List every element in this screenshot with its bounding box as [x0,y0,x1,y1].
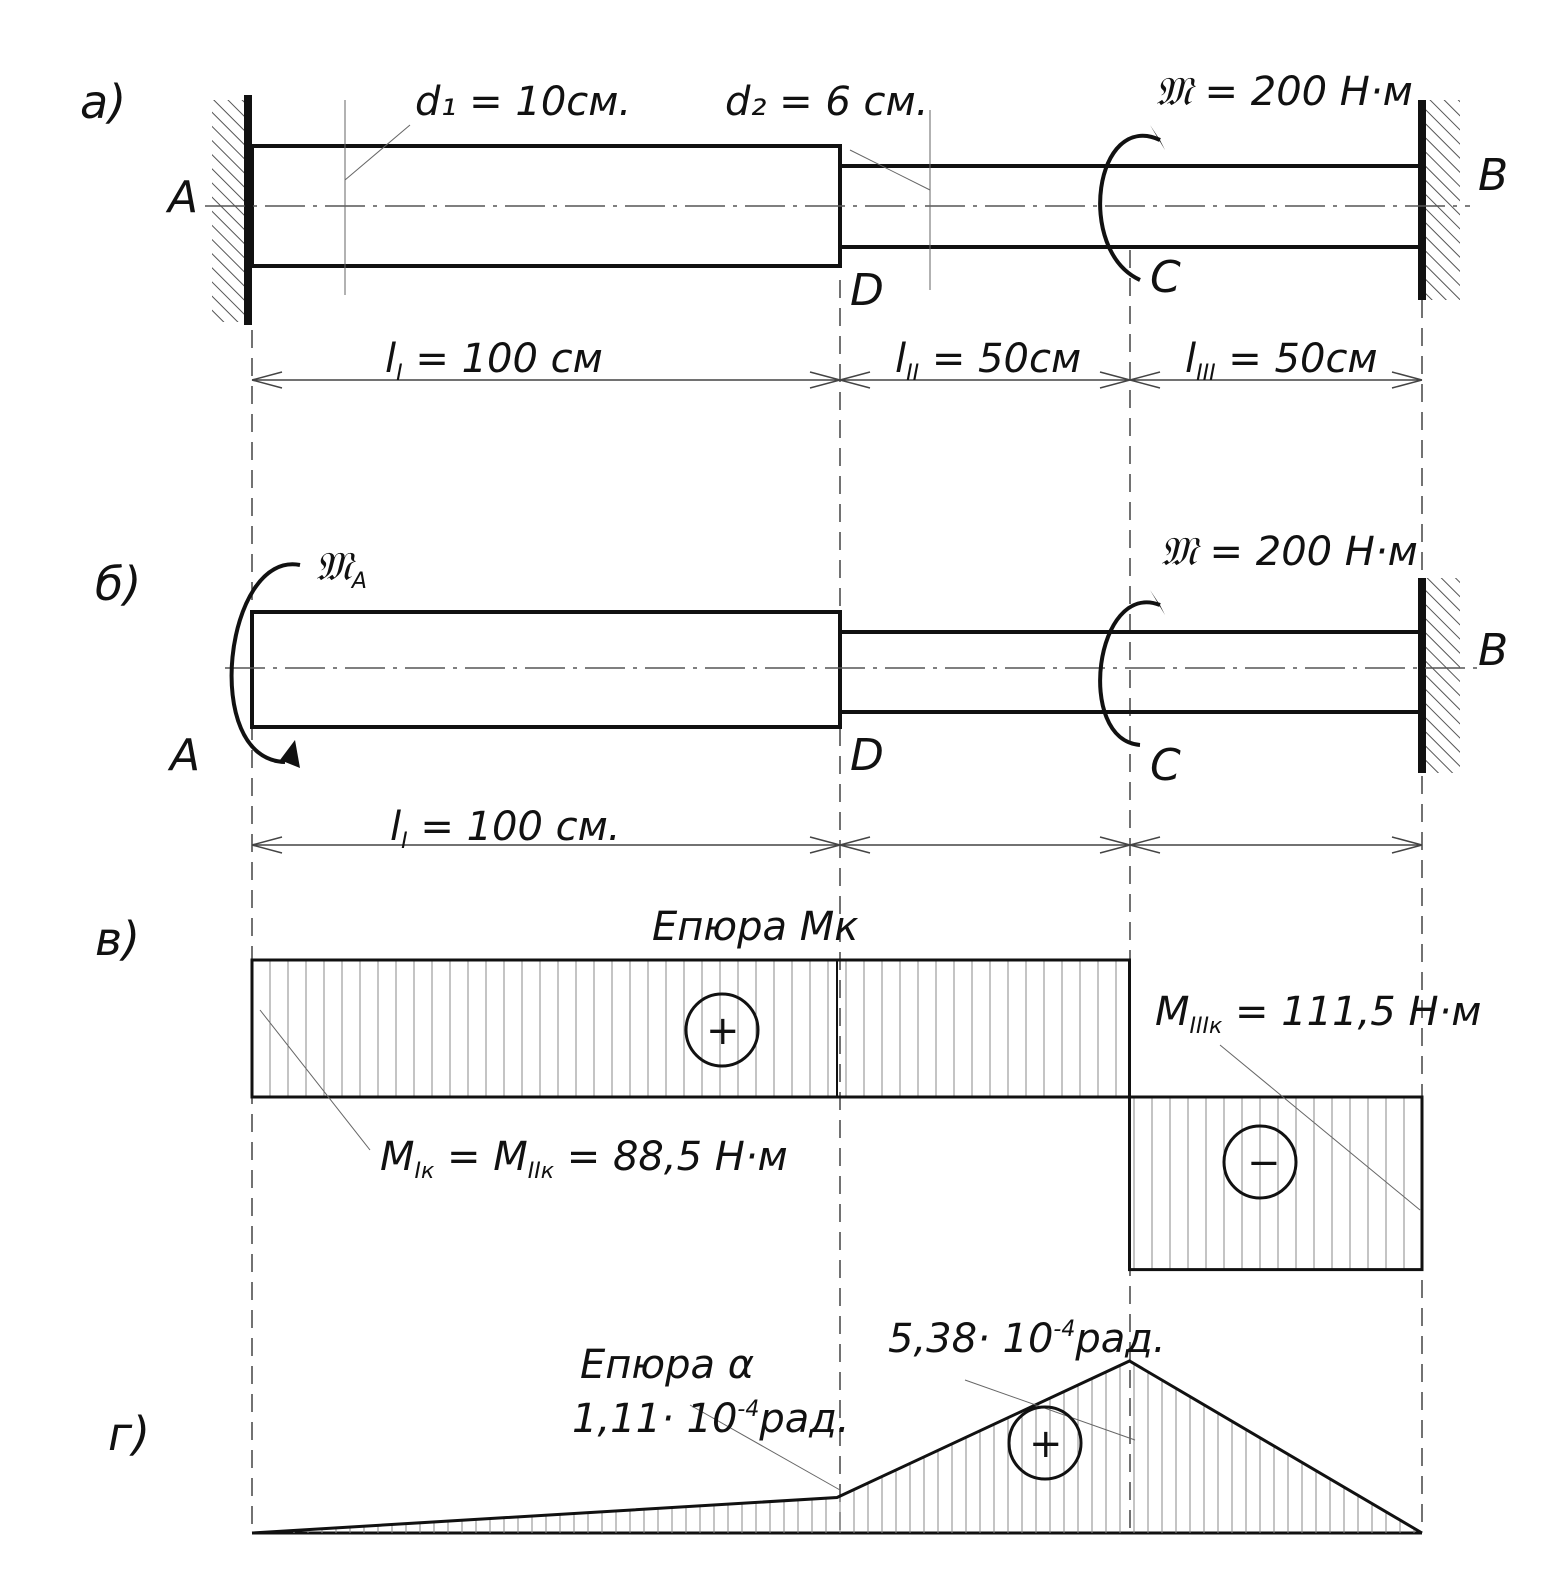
torque-label-12: МIк = МIIк = 88,5 Н·м [380,1134,788,1184]
l1-label-b: lI = 100 см. [390,804,621,854]
torque-hatch [269,960,1405,1270]
panel-label-b: б) [95,557,141,611]
panel-label-v: в) [95,912,140,966]
point-B-label-b: B [1478,625,1508,676]
torque-diagram-title: Епюра Мк [652,904,858,950]
wall-left-hatch [212,100,247,322]
wall-right-hatch [1425,100,1460,300]
torque-label-3: МIIIк = 111,5 Н·м [1155,989,1481,1039]
angle-hatch [293,1363,1415,1533]
point-B-label: B [1478,150,1508,201]
shaft-section-1-b [250,610,842,729]
d1-leader [344,124,411,181]
torque-diagram [250,958,1424,1272]
dimension-line-a [251,371,1423,389]
angle-leader-D [689,1404,841,1491]
torque-leader-3 [1219,1044,1421,1211]
panel-label-g: г) [108,1407,150,1461]
moment-arrow-a [1098,134,1161,282]
dim-arrows-b [251,836,1423,854]
part-b-shaft [225,562,1480,773]
minus-sign-circle [1222,1124,1298,1200]
torque-leader-12 [259,1009,371,1151]
dim-arrows-a [251,371,1423,389]
moment-label-b: 𝔐 = 200 Н·м [1160,529,1418,575]
moment-arrowhead-b [1150,590,1165,615]
reaction-moment-arrowhead [280,740,300,768]
angle-polyline [251,1359,1423,1535]
l3-label: lIII = 50см [1185,336,1378,386]
angle-diagram [251,1359,1423,1535]
reaction-moment-arrow [229,562,301,764]
torque-negative-area [1128,1095,1424,1272]
moment-arrowhead-a [1150,125,1165,150]
moment-arrow-b [1098,600,1161,747]
plus-sign-circle-angle [1007,1405,1083,1481]
point-C-label-b: C [1150,740,1181,791]
wall-right-hatch-b [1425,578,1460,773]
point-C-label: C [1150,252,1181,303]
d2-leader [849,149,931,191]
d1-label: d₁ = 10см. [415,79,631,125]
dimension-line-b [251,836,1423,854]
plus-sign-torque: + [706,1008,740,1054]
point-D-label-b: D [850,730,884,781]
reaction-moment-label: 𝔐A [315,544,367,594]
angle-leader-C [964,1379,1136,1441]
panel-label-a: a) [80,75,126,129]
moment-label-a: 𝔐 = 200 Н·м [1155,69,1413,115]
l2-label: lII = 50см [895,336,1081,386]
angle-label-D: 1,11· 10-4рад. [572,1396,850,1442]
d2-label: d₂ = 6 см. [725,79,928,125]
angle-diagram-title: Епюра α [580,1342,754,1388]
point-D-label: D [850,265,884,316]
part-a-shaft [205,95,1470,325]
minus-sign-torque: − [1247,1140,1281,1186]
torque-positive-area [250,958,1131,1099]
point-A-label-b: A [167,730,200,781]
plus-sign-angle: + [1029,1421,1063,1467]
point-A-label: A [165,172,198,223]
projection-lines [251,250,1423,1530]
l1-label-a: lI = 100 см [385,336,603,386]
angle-label-C: 5,38· 10-4рад. [888,1316,1166,1362]
plus-sign-circle [684,992,760,1068]
